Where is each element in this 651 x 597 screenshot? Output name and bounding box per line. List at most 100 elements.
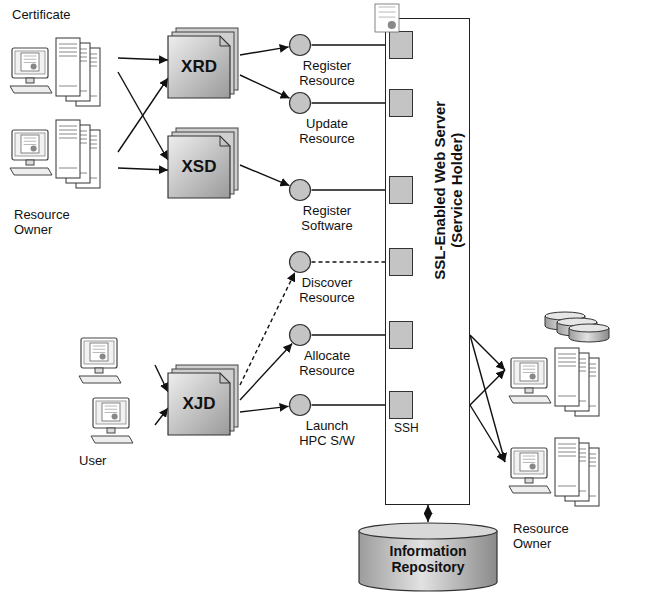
document-fold: [220, 136, 230, 146]
service-circle: Launch HPC S/W: [289, 394, 364, 451]
document-title: XRD: [168, 36, 230, 98]
server-tower: [56, 38, 80, 96]
service-square: [389, 89, 413, 117]
certificate-seal: [31, 145, 37, 151]
connector: [312, 404, 386, 405]
database-cylinder: Information Repository: [358, 522, 498, 592]
certificate-paper: [21, 53, 39, 71]
service-circle: Discover Resource: [289, 251, 364, 308]
certificate-paper: [21, 135, 39, 153]
certificate-lines: [523, 366, 536, 372]
cylinder-body: [359, 531, 497, 591]
computer-group: User: [75, 330, 155, 478]
certificate-lines: [93, 346, 106, 352]
connector: [312, 189, 386, 190]
certificate-lines: [523, 456, 536, 462]
service-square: [389, 31, 413, 59]
computer-icon: [91, 398, 133, 443]
computer-group-outline: [8, 8, 118, 114]
certificate-paper: [375, 4, 399, 32]
connector: [155, 365, 168, 392]
keyboard: [10, 86, 52, 93]
certificate-paper: [520, 363, 538, 381]
certificate-icon: [520, 363, 538, 381]
certificate-paper: [90, 343, 108, 361]
connector: [118, 78, 168, 152]
connector: [470, 405, 505, 462]
computer-icon: [509, 348, 599, 416]
service-circle-shape: [290, 35, 311, 56]
monitor: [93, 398, 129, 428]
component-label: SSH: [392, 421, 421, 435]
connector: [240, 75, 290, 98]
service-circle: Register Resource: [289, 34, 364, 91]
monitor: [81, 338, 117, 368]
connector: [240, 406, 289, 412]
certificate-seal: [388, 21, 396, 29]
service-circle: Register Software: [289, 179, 364, 236]
service-circle-shape: [290, 252, 311, 273]
connector: [312, 261, 386, 262]
document-icon: XRD: [168, 28, 240, 100]
certificate-icon: [374, 3, 400, 33]
connector: [118, 58, 168, 60]
monitor-stand: [525, 388, 533, 393]
computer-icon: [10, 38, 100, 106]
node-label: Register Software: [295, 204, 359, 234]
certificate-icon: [90, 343, 108, 361]
connector: [240, 165, 289, 186]
connector: [312, 334, 386, 335]
keyboard: [10, 168, 52, 175]
node-label: Update Resource: [295, 117, 359, 147]
node-label: Allocate Resource: [295, 349, 359, 379]
document-fold: [220, 373, 230, 383]
keyboard: [509, 486, 551, 493]
certificate-paper: [520, 453, 538, 471]
keyboard: [79, 376, 121, 383]
certificate-paper: [102, 403, 120, 421]
monitor-stand: [26, 78, 34, 83]
monitor-screen: [514, 451, 544, 474]
certificate-lines: [24, 56, 37, 62]
node-label: Register Resource: [295, 59, 359, 89]
service-circle-shape: [290, 93, 311, 114]
node-label: Information Repository: [378, 543, 478, 575]
server-slots: [558, 354, 576, 396]
connector: [312, 102, 386, 103]
certificate-seal: [530, 463, 536, 469]
keyboard: [509, 396, 551, 403]
monitor-stand: [107, 428, 115, 433]
disk-top: [569, 324, 609, 332]
monitor-screen: [84, 341, 114, 364]
monitor-screen: [514, 361, 544, 384]
certificate-seal: [530, 373, 536, 379]
computer-group-outline: [505, 310, 640, 555]
certificate-icon: [102, 403, 120, 421]
cylinder-top: [359, 523, 497, 539]
certificate-seal: [31, 63, 37, 69]
monitor-stand: [26, 160, 34, 165]
connector: [312, 44, 386, 45]
service-square: [389, 321, 413, 349]
node-label: Launch HPC S/W: [295, 419, 359, 449]
document-fold: [220, 36, 230, 46]
keyboard: [91, 436, 133, 443]
certificate-icon: [375, 4, 399, 32]
node-label: Certificate: [12, 8, 112, 23]
node-label: Discover Resource: [295, 276, 359, 306]
computer-icon: [10, 120, 100, 188]
monitor-screen: [15, 51, 45, 74]
monitor-stand: [525, 478, 533, 483]
monitor: [12, 130, 48, 160]
node-label: User: [79, 454, 139, 469]
document-page: [168, 136, 230, 198]
service-circle-shape: [290, 325, 311, 346]
computer-group: Resource Owner: [505, 310, 640, 555]
certificate-lines: [24, 138, 37, 144]
connector: [470, 335, 505, 462]
service-circle-shape: [290, 395, 311, 416]
service-square: [389, 248, 413, 276]
document-title: XSD: [168, 136, 230, 198]
server-slots: [558, 444, 576, 486]
node-label: Resource Owner: [14, 208, 94, 238]
